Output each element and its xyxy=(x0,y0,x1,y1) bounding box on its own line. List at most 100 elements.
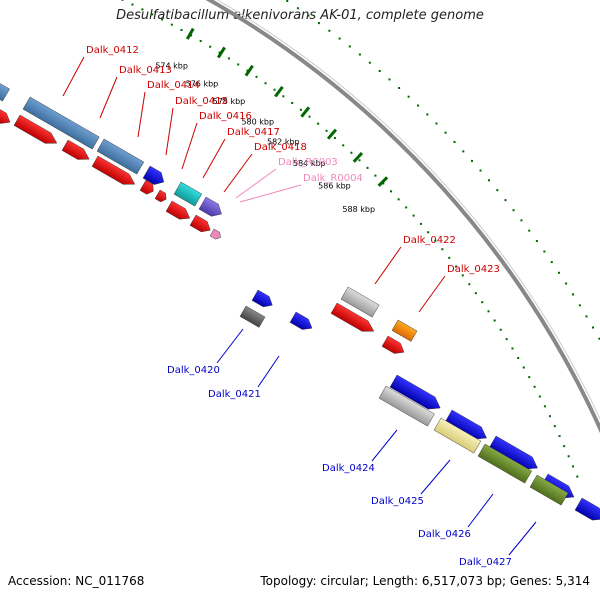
genome-backbone xyxy=(205,0,600,434)
gene-block-steel xyxy=(96,138,145,175)
tick-dot xyxy=(317,122,320,125)
gene-block-steel xyxy=(0,79,10,102)
tick-label: 582 kbp xyxy=(267,137,300,146)
tick-dot xyxy=(412,214,415,217)
gene-label: Dalk_0415 xyxy=(175,96,228,107)
gene-arrow-red xyxy=(61,139,90,160)
gene-block-olive xyxy=(477,443,533,484)
gene-block-blue xyxy=(142,165,165,185)
tick-dot xyxy=(427,231,430,234)
tick-dot xyxy=(398,87,401,90)
major-tick xyxy=(274,85,284,98)
gene-block-grey xyxy=(340,286,380,318)
gene-block-cyan-shape xyxy=(173,181,203,207)
gene-label: Dalk_0424 xyxy=(322,463,375,474)
gene-arrow-red xyxy=(13,114,58,144)
gene-leader-line xyxy=(62,56,85,97)
tick-dot xyxy=(535,240,538,243)
tick-dot xyxy=(417,104,420,107)
gene-label: Dalk_0425 xyxy=(371,496,424,507)
tick-dot xyxy=(453,140,456,143)
gene-leader-line xyxy=(418,275,446,313)
tick-dot xyxy=(170,23,173,26)
gene-block-dark xyxy=(239,305,266,328)
tick-dot xyxy=(487,310,490,313)
gene-block-yellow-shape xyxy=(433,417,482,454)
gene-arrow-red xyxy=(330,302,375,332)
gene-leader-line xyxy=(223,153,253,193)
tick-dot xyxy=(180,29,183,32)
major-tick xyxy=(377,176,389,187)
gene-label: Dalk_0418 xyxy=(254,142,307,153)
gene-arrow-red xyxy=(165,200,191,220)
gene-arrow-red xyxy=(139,179,154,195)
tick-dot xyxy=(317,22,320,25)
gene-leader-line xyxy=(216,328,244,364)
tick-dot xyxy=(522,366,525,369)
gene-arrow-red xyxy=(91,155,136,185)
gene-leader-line xyxy=(374,246,402,285)
major-tick xyxy=(326,128,338,140)
gene-block-yellow xyxy=(433,417,482,454)
tick-dot xyxy=(505,338,508,341)
gene-block-steel-shape xyxy=(22,96,100,150)
tick-dot xyxy=(151,13,154,16)
gene-label: Dalk_0414 xyxy=(147,80,200,91)
major-tick xyxy=(244,64,254,77)
gene-label: Dalk_0422 xyxy=(403,235,456,246)
gene-arrow-red-shape xyxy=(330,302,375,332)
tick-label: 586 kbp xyxy=(318,181,351,190)
tick-dot xyxy=(291,101,294,104)
tick-dot xyxy=(282,95,285,98)
tick-dot xyxy=(558,435,561,438)
tick-dot xyxy=(296,7,299,10)
tick-dot xyxy=(592,326,595,329)
gene-arrow-red-shape xyxy=(189,214,211,233)
tick-dot xyxy=(161,18,164,21)
tick-dot xyxy=(455,265,458,268)
tick-dot xyxy=(255,75,258,78)
gene-leader-line xyxy=(202,138,226,179)
tick-dot xyxy=(237,63,240,66)
gene-arrow-rna xyxy=(209,228,221,240)
tick-dot xyxy=(246,69,249,72)
tick-dot xyxy=(462,150,465,153)
gene-leader-line xyxy=(181,122,198,170)
major-tick xyxy=(185,27,195,40)
tick-dot xyxy=(550,261,553,264)
tick-dot xyxy=(528,376,531,379)
tick-dot xyxy=(419,222,422,225)
gene-leader-line xyxy=(235,168,277,199)
tick-dot xyxy=(598,337,600,340)
tick-dot xyxy=(448,256,451,259)
gene-leader-line xyxy=(257,355,280,388)
gene-arrow-red-shape xyxy=(165,200,191,220)
gene-arrow-blue-shape xyxy=(289,311,313,330)
gene-leader-line xyxy=(99,76,118,119)
tick-dot xyxy=(426,113,429,116)
map-title: Desulfatibacillum alkenivorans AK-01, co… xyxy=(116,8,484,23)
tick-dot xyxy=(468,283,471,286)
tick-dot xyxy=(348,45,351,48)
tick-dot xyxy=(444,131,447,134)
gene-leader-line xyxy=(137,91,146,138)
tick-dot xyxy=(209,45,212,48)
gene-arrow-blue-shape xyxy=(488,435,538,470)
tick-dot xyxy=(576,475,579,478)
tick-dot xyxy=(548,415,551,418)
genome-backbone-highlight xyxy=(216,0,600,421)
tick-dot xyxy=(308,115,311,118)
tick-dot xyxy=(520,219,523,222)
tick-dot xyxy=(338,37,341,40)
gene-block-steel-shape xyxy=(0,79,10,102)
gene-label: Dalk_0420 xyxy=(167,365,220,376)
tick-dot xyxy=(141,8,144,11)
gene-arrow-red xyxy=(0,105,11,124)
gene-arrow-blue-shape xyxy=(444,409,487,440)
tick-dot xyxy=(264,82,267,85)
gene-block-grey-shape xyxy=(340,286,380,318)
gene-block-orange-shape xyxy=(391,319,418,342)
tick-dot xyxy=(533,385,536,388)
tick-dot xyxy=(397,198,400,201)
